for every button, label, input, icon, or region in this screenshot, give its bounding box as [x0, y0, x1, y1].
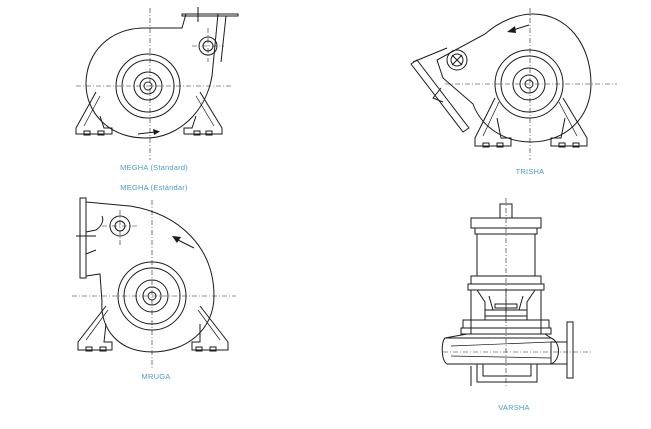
varsha-pump-drawing — [441, 198, 591, 388]
caption-varsha: VARSHA — [498, 403, 530, 412]
megha-blower-drawing — [75, 7, 239, 160]
figure-mruga: MRUGA — [0, 192, 325, 429]
mruga-blower-drawing — [72, 197, 236, 368]
caption-megha-estandar: MEGHA (Estándar) — [120, 183, 188, 192]
figure-trisha: TRISHA — [325, 0, 651, 200]
caption-trisha: TRISHA — [515, 167, 545, 176]
caption-mruga: MRUGA — [141, 372, 171, 381]
caption-megha-standard: MEGHA (Standard) — [120, 163, 188, 172]
figure-varsha: VARSHA — [325, 192, 651, 429]
figure-megha: MEGHA (Standard) MEGHA (Estándar) — [0, 0, 325, 200]
trisha-blower-drawing — [410, 8, 617, 160]
